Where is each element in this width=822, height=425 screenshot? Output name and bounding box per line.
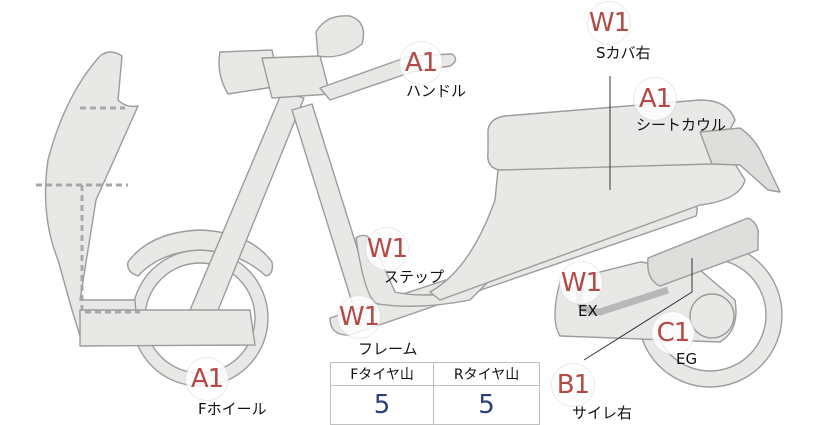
frame-badge: W1 <box>338 296 380 338</box>
muffler-shape <box>647 217 759 287</box>
seat-shape <box>487 99 736 171</box>
front-tire-header: Fタイヤ山 <box>329 362 435 386</box>
muffler-right-badge: B1 <box>552 364 594 406</box>
s-cover-right-badge: W1 <box>588 2 630 44</box>
leader-muffler <box>583 258 693 361</box>
rear-tire-value: 5 <box>433 385 540 425</box>
frame-label: フレーム <box>358 340 418 358</box>
exhaust-label: EX <box>578 302 598 320</box>
front-wheel-badge: A1 <box>186 358 228 400</box>
seat-cowl-label: シートカウル <box>636 116 727 134</box>
handle-badge: A1 <box>400 42 442 84</box>
tire-table-header-row: Fタイヤ山 Rタイヤ山 <box>329 362 540 386</box>
engine-badge: C1 <box>652 312 694 354</box>
s-cover-right-label: Sカバ右 <box>596 44 651 62</box>
front-wheel-label: Fホイール <box>198 400 267 418</box>
muffler-right-label: サイレ右 <box>572 404 633 422</box>
rear-tire-header: Rタイヤ山 <box>433 362 540 386</box>
exhaust-badge: W1 <box>560 262 602 304</box>
seat-cowl-shape <box>699 127 781 193</box>
engine-label: EG <box>676 350 698 368</box>
handle-label: ハンドル <box>406 82 467 100</box>
tire-table-value-row: 5 5 <box>329 385 540 425</box>
leg-shield-shape <box>44 51 139 341</box>
tire-tread-table: Fタイヤ山 Rタイヤ山 5 5 <box>329 362 540 425</box>
step-badge: W1 <box>366 228 408 270</box>
seat-cowl-badge: A1 <box>634 78 676 120</box>
front-tire-value: 5 <box>329 385 435 425</box>
down-tube-shape <box>291 103 376 313</box>
step-label: ステップ <box>384 268 445 286</box>
